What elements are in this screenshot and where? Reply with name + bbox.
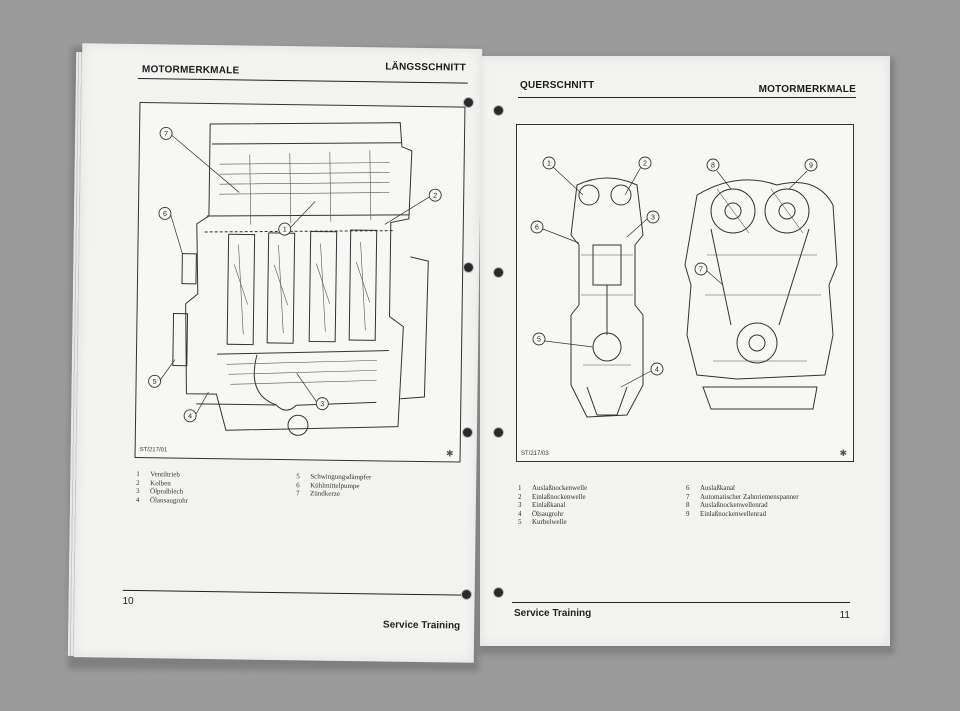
callout-4: 4: [655, 367, 659, 374]
callout-6: 6: [163, 211, 167, 218]
legend-text: Einlaßkanal: [532, 501, 566, 510]
legend-num: 4: [518, 509, 522, 518]
legend-num: 9: [686, 509, 690, 518]
legend-item: 8 Auslaßnockenwellenrad: [686, 501, 799, 510]
legend-column-1: 1 Auslaßnockenwelle 2 Einlaßnockenwelle 3 E…: [518, 484, 587, 527]
legend-item: 3 Einlaßkanal: [518, 501, 587, 510]
footer-rule: [122, 589, 465, 596]
legend-item: 5 Kurbelwelle: [518, 518, 587, 527]
legend-item: 6 Auslaßkanal: [686, 484, 799, 493]
callout-2: 2: [643, 161, 647, 168]
binder-hole: [462, 590, 471, 599]
footer-label: Service Training: [382, 619, 461, 632]
callout-3: 3: [651, 215, 655, 222]
binder-hole: [494, 588, 503, 597]
callout-5: 5: [153, 379, 157, 386]
legend-num: 6: [686, 484, 690, 492]
legend-text: Auslaßnockenwelle: [532, 484, 588, 492]
callout-5: 5: [537, 337, 541, 344]
legend-num: 3: [518, 501, 522, 510]
legend-num: 4: [135, 495, 140, 504]
left-header-title: LÄNGSSCHNITT: [385, 61, 467, 74]
engine-longitudinal-drawing: 7 2 1 6 3 4 5: [148, 122, 442, 436]
callout-7: 7: [164, 131, 168, 138]
legend-num: 5: [518, 518, 522, 527]
legend-text: Auslaßnockenwellenrad: [700, 501, 768, 510]
legend-item: 1 Auslaßnockenwelle: [518, 484, 587, 493]
binder-hole: [494, 106, 503, 115]
legend-text: Ölansaugrohr: [149, 496, 189, 505]
legend-num: 6: [296, 480, 300, 489]
logo-star-icon: ✱: [839, 448, 847, 458]
binder-hole: [464, 263, 473, 272]
legend-text: Auslaßkanal: [700, 484, 735, 492]
callout-9: 9: [809, 163, 813, 170]
right-header-title: QUERSCHNITT: [520, 80, 595, 91]
callout-6: 6: [535, 225, 539, 232]
callout-1: 1: [283, 227, 287, 234]
callout-3: 3: [320, 401, 324, 408]
left-header-section: MOTORMERKMALE: [141, 64, 240, 77]
legend-num: 8: [686, 501, 690, 510]
legend-num: 3: [136, 487, 140, 496]
legend-item: 2 Einlaßnockenwelle: [518, 493, 587, 502]
legend-num: 7: [295, 489, 300, 498]
left-page: MOTORMERKMALE LÄNGSSCHNITT: [73, 43, 483, 663]
legend-num: 1: [518, 484, 522, 492]
figure-cross-section: 1 2 3 6 5 4 7 8 9 ST/217/03 ✱: [516, 124, 854, 462]
figure-longitudinal-section: 7 2 1 6 3 4 5 ST/217/01 ✱: [134, 102, 466, 463]
right-header-section: MOTORMERKMALE: [758, 84, 856, 95]
legend-num: 2: [518, 492, 522, 501]
figure-code: ST/217/01: [139, 447, 168, 454]
footer-label: Service Training: [514, 608, 592, 619]
binder-hole: [494, 268, 503, 277]
page-number: 10: [122, 595, 134, 608]
legend-text: Ventiltrieb: [150, 470, 180, 479]
legend-item: 9 Einlaßnockenwellenrad: [686, 510, 799, 519]
binder-hole: [463, 428, 472, 437]
engine-cross-section-drawing: 1 2 3 6 5 4 7 8 9: [530, 156, 838, 418]
legend-text: Kolben: [150, 478, 171, 488]
legend-text: Ölsaugrohr: [532, 509, 564, 518]
binder-hole: [464, 98, 473, 107]
legend-num: 1: [136, 470, 140, 479]
legend-text: Einlaßnockenwellenrad: [700, 509, 767, 518]
legend-item: 7 Automatischer Zahnriemenspanner: [686, 493, 799, 502]
header-rule: [137, 78, 468, 84]
legend-text: Einlaßnockenwelle: [532, 492, 586, 501]
legend-text: Zündkerze: [309, 489, 341, 499]
page-number: 11: [839, 610, 850, 621]
right-page: QUERSCHNITT MOTORMERKMALE: [480, 56, 890, 646]
callout-8: 8: [711, 163, 715, 170]
legend-item: 4 Ölsaugrohr: [518, 510, 587, 519]
legend-num: 5: [296, 472, 300, 481]
legend-text: Automatischer Zahnriemenspanner: [700, 492, 799, 501]
legend-column-2: 6 Auslaßkanal 7 Automatischer Zahnriemensp…: [686, 484, 799, 518]
callout-1: 1: [547, 161, 551, 168]
legend-num: 2: [136, 478, 140, 487]
footer-rule: [512, 602, 850, 603]
callout-4: 4: [188, 413, 192, 420]
logo-star-icon: ✱: [445, 448, 454, 459]
callout-2: 2: [433, 193, 437, 200]
legend-text: Kurbelwelle: [532, 518, 567, 527]
header-rule: [518, 97, 856, 98]
figure-code: ST/217/03: [521, 451, 549, 457]
callout-7: 7: [699, 267, 703, 274]
legend-num: 7: [686, 492, 690, 501]
binder-hole: [494, 428, 503, 437]
legend-item: 7 Zündkerze: [296, 489, 371, 499]
legend-item: 4 Ölansaugrohr: [136, 496, 188, 505]
